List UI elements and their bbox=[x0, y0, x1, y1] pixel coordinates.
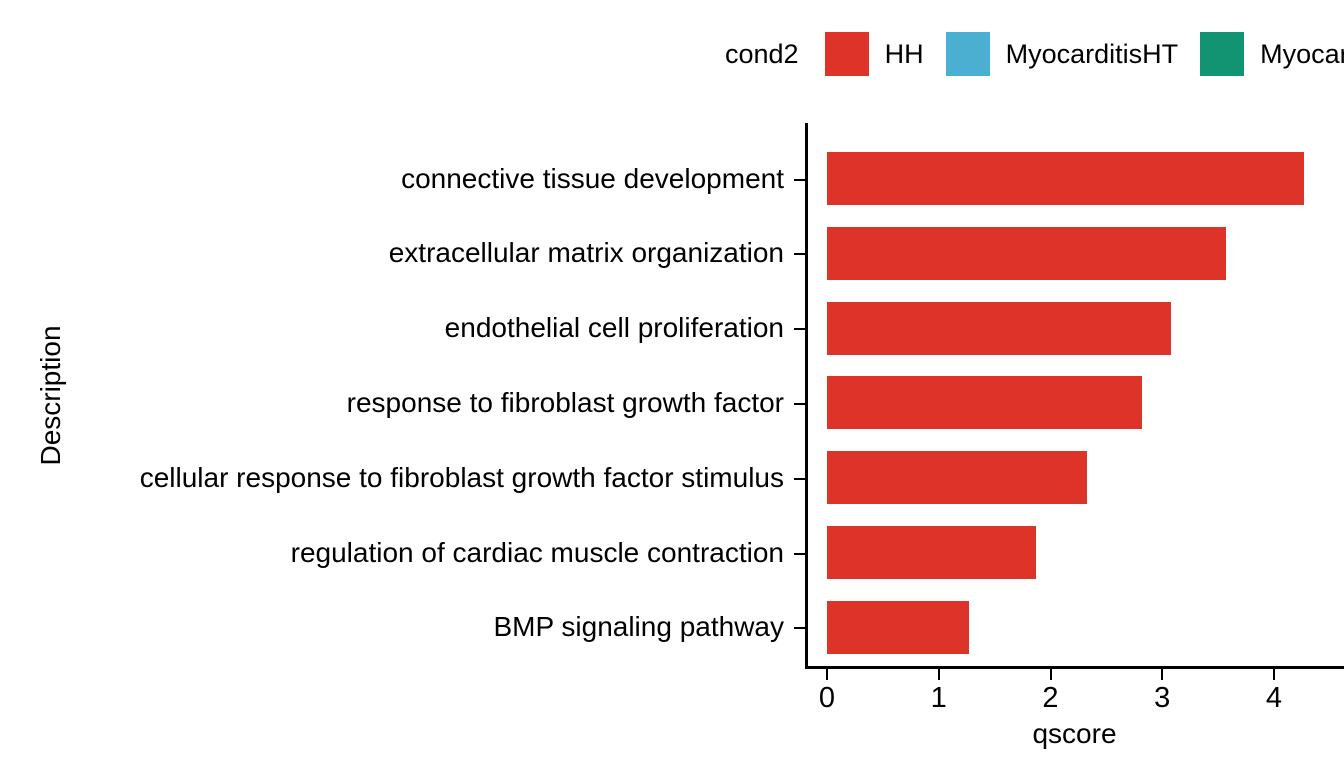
x-axis-tick-label: 4 bbox=[1265, 682, 1283, 714]
legend-item-myocard[interactable]: Myocard bbox=[1200, 32, 1344, 76]
x-axis-line bbox=[805, 666, 1344, 669]
x-axis-tick bbox=[826, 669, 828, 680]
y-axis-tick bbox=[794, 402, 805, 405]
bar[interactable] bbox=[827, 526, 1036, 579]
x-axis-tick-label: 3 bbox=[1154, 682, 1171, 714]
bar[interactable] bbox=[827, 301, 1172, 355]
x-axis-tick-label: 0 bbox=[818, 682, 836, 714]
bar[interactable] bbox=[827, 152, 1305, 205]
x-axis-tick bbox=[1049, 669, 1052, 680]
x-axis-tick bbox=[1273, 669, 1275, 680]
y-axis-line bbox=[805, 123, 808, 669]
y-axis-tick-label: cellular response to fibroblast growth f… bbox=[139, 461, 784, 493]
x-axis-title: qscore bbox=[1032, 718, 1117, 749]
legend-item-hh[interactable]: HH bbox=[824, 32, 924, 76]
legend-swatch-hh bbox=[824, 32, 869, 76]
y-axis-tick bbox=[794, 552, 805, 555]
y-axis-tick-label: extracellular matrix organization bbox=[388, 237, 784, 269]
y-axis-tick bbox=[794, 178, 805, 181]
bar[interactable] bbox=[827, 226, 1226, 280]
x-axis-tick bbox=[937, 669, 940, 680]
y-axis-tick bbox=[794, 627, 805, 630]
x-axis-tick bbox=[1161, 669, 1164, 680]
legend-label-myocard: Myocard bbox=[1260, 38, 1344, 69]
x-axis-tick-label: 2 bbox=[1042, 682, 1059, 714]
y-axis-tick bbox=[794, 477, 805, 480]
bar[interactable] bbox=[827, 451, 1088, 505]
legend-item-myocarditisht[interactable]: MyocarditisHT bbox=[945, 32, 1179, 76]
x-axis-tick-label: 1 bbox=[930, 682, 947, 714]
legend-title: cond2 bbox=[725, 38, 799, 69]
legend-swatch-myocard-truncated bbox=[1200, 32, 1245, 76]
legend: cond2 HH MyocarditisHT Myocard bbox=[725, 24, 1344, 84]
y-axis-tick-label: response to fibroblast growth factor bbox=[346, 386, 784, 418]
legend-label-hh: HH bbox=[884, 38, 924, 69]
y-axis-tick-label: connective tissue development bbox=[401, 162, 784, 194]
y-axis-tick-label: endothelial cell proliferation bbox=[444, 312, 784, 344]
legend-swatch-myocarditisht bbox=[945, 32, 990, 76]
bar[interactable] bbox=[827, 376, 1143, 430]
y-axis-tick-label: regulation of cardiac muscle contraction bbox=[290, 536, 784, 568]
legend-label-myocarditisht: MyocarditisHT bbox=[1005, 38, 1179, 69]
y-axis-tick-label: BMP signaling pathway bbox=[493, 611, 784, 643]
bar[interactable] bbox=[827, 600, 969, 654]
plot-panel bbox=[805, 123, 1344, 668]
y-axis-tick bbox=[794, 328, 805, 331]
y-axis-tick bbox=[794, 253, 805, 256]
